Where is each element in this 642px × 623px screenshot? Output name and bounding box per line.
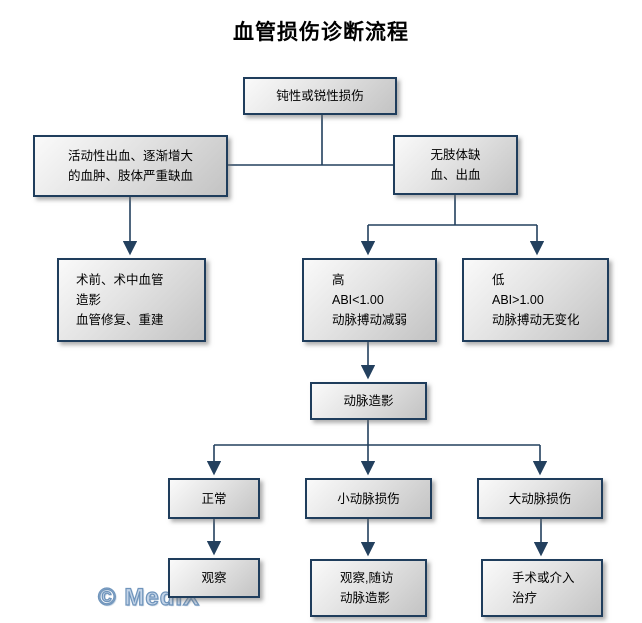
node-no-limb-ischemia: 无肢体缺 血、出血 <box>393 135 518 195</box>
node-angiography-repair: 术前、术中血管 造影 血管修复、重建 <box>57 258 206 342</box>
node-arteriography: 动脉造影 <box>310 382 427 420</box>
connector-injury-split <box>228 115 393 166</box>
node-large-artery-injury: 大动脉损伤 <box>477 478 603 519</box>
node-normal: 正常 <box>168 478 260 519</box>
node-low-abi: 低 ABI>1.00 动脉搏动无变化 <box>462 258 609 342</box>
node-surgery-intervention: 手术或介入 治疗 <box>481 559 603 617</box>
node-observe-followup: 观察,随访 动脉造影 <box>310 559 427 617</box>
page-title: 血管损伤诊断流程 <box>233 21 409 44</box>
node-observe: 观察 <box>168 558 260 598</box>
node-high-abi: 高 ABI<1.00 动脉搏动减弱 <box>302 258 437 342</box>
connector-arteriography-stem <box>214 420 540 446</box>
node-blunt-sharp-injury: 钝性或锐性损伤 <box>243 77 397 115</box>
node-active-bleeding: 活动性出血、逐渐增大 的血肿、肢体严重缺血 <box>33 135 228 197</box>
connector-ischemia-stem <box>368 195 537 226</box>
node-small-artery-injury: 小动脉损伤 <box>305 478 432 519</box>
